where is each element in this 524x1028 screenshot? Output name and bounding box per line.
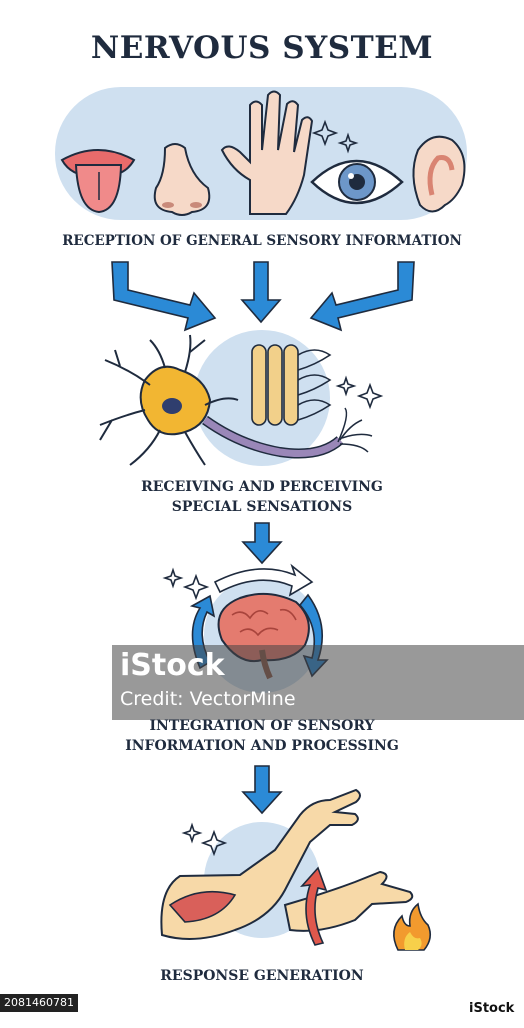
step-2-caption: RECEIVING AND PERCEIVING SPECIAL SENSATI…: [0, 477, 524, 517]
step-3-caption: INTEGRATION OF SENSORY INFORMATION AND P…: [0, 716, 524, 756]
hand-icon: [220, 90, 314, 215]
eye-icon: [310, 159, 404, 205]
flow-arrow: [111, 261, 415, 332]
fire-icon: [393, 902, 432, 951]
neuron-icon: [99, 334, 373, 466]
watermark-logo: iStock: [120, 648, 225, 683]
arm-icon: [160, 788, 414, 946]
step-4-caption: RESPONSE GENERATION: [0, 966, 524, 986]
caption-line: INTEGRATION OF SENSORY: [149, 718, 375, 734]
caption-line: INFORMATION AND PROCESSING: [125, 738, 399, 754]
watermark-band: [112, 645, 524, 720]
flow-arrow: [241, 522, 283, 565]
caption-line: SPECIAL SENSATIONS: [171, 499, 353, 515]
ear-icon: [412, 135, 466, 213]
caption-line: RECEPTION OF GENERAL SENSORY INFORMATION: [62, 233, 462, 249]
footer-bar: [0, 990, 524, 1024]
flow-arrow: [241, 765, 283, 815]
diagram-title: NERVOUS SYSTEM: [90, 30, 434, 66]
watermark-credit: Credit: VectorMine: [120, 688, 296, 710]
caption-line: RESPONSE GENERATION: [160, 968, 364, 984]
sparkle-icon: [335, 375, 384, 410]
image-id: 2081460781: [0, 994, 78, 1012]
sparkle-icon: [181, 822, 228, 857]
sparkle-icon: [162, 567, 210, 601]
stock-logo: iStock: [469, 1001, 515, 1016]
mouth-icon: [60, 149, 136, 214]
sparkle-icon: [311, 119, 359, 154]
nose-icon: [153, 143, 211, 216]
caption-line: RECEIVING AND PERCEIVING: [141, 479, 383, 495]
step-1-caption: RECEPTION OF GENERAL SENSORY INFORMATION: [0, 231, 524, 251]
